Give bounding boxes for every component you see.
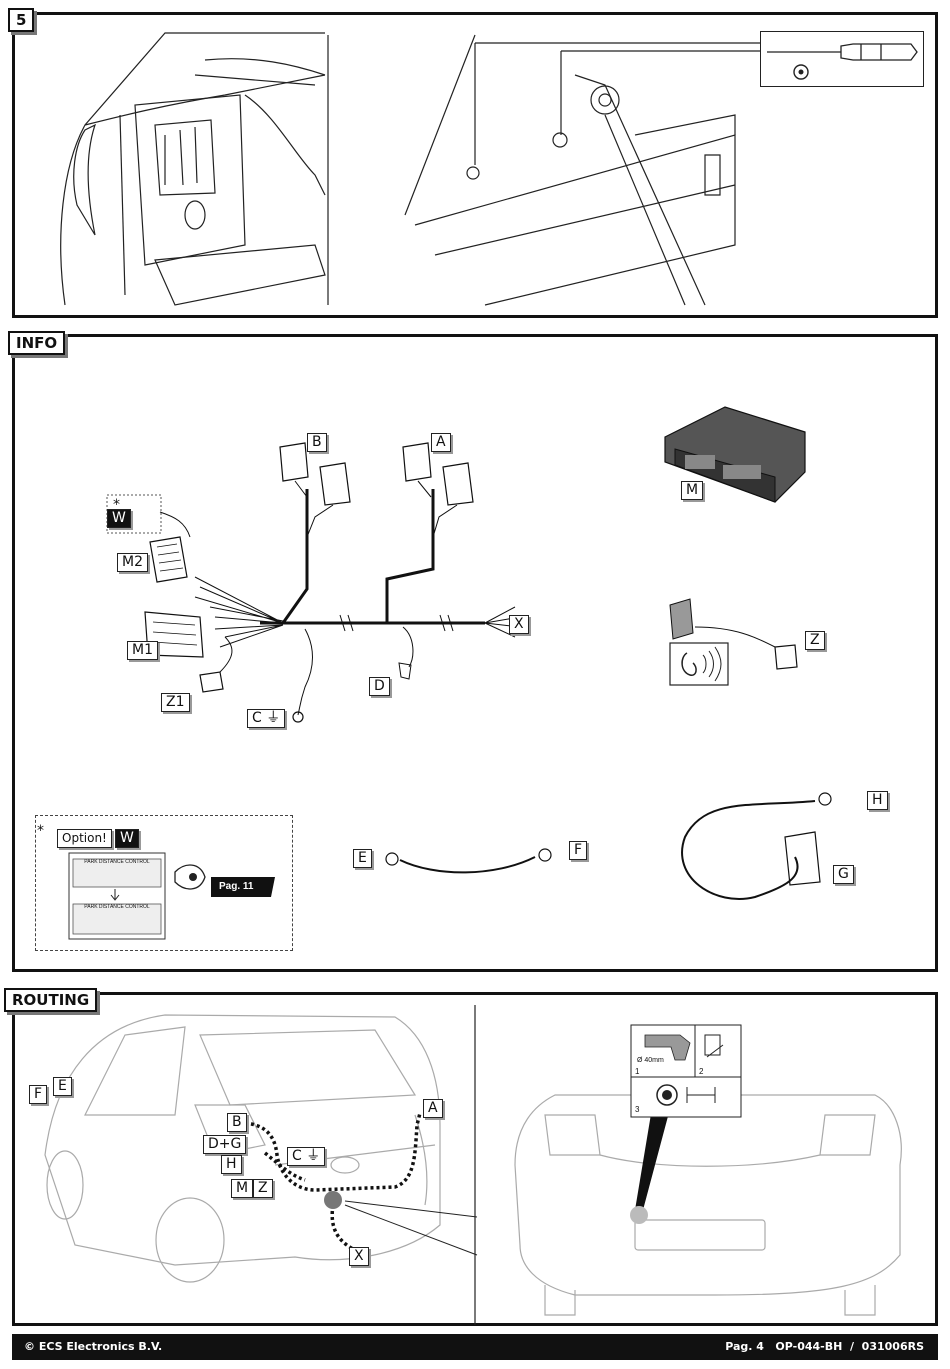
drill-step-2: 2 — [699, 1067, 704, 1076]
drill-step-3: 3 — [635, 1105, 640, 1114]
route-label-F: F — [29, 1085, 48, 1104]
page-ref-arrow — [211, 877, 275, 897]
eye-icon — [174, 864, 206, 890]
drill-icon — [644, 1034, 691, 1061]
route-label-C: C ⏚ — [287, 1147, 326, 1166]
label-M: M — [681, 481, 704, 500]
label-M1: M1 — [127, 641, 158, 660]
option-asterisk: * — [37, 823, 44, 840]
info-panel: B A M * W M2 M1 Z1 C ⏚ D X Z E F H G * O… — [12, 334, 938, 972]
label-M2: M2 — [117, 553, 148, 572]
tool-box — [760, 31, 924, 87]
routing-panel: F E B D+G H C ⏚ M Z A X Ø 40mm 1 2 3 — [12, 992, 938, 1326]
step-5-illustration — [60, 32, 760, 306]
route-label-X: X — [349, 1247, 369, 1266]
label-C-text: C — [252, 710, 262, 726]
route-label-C-text: C — [292, 1148, 302, 1164]
label-W: W — [107, 509, 131, 528]
ground-icon: ⏚ — [301, 1148, 321, 1164]
wiring-harness-illustration — [68, 406, 832, 940]
route-label-M: M — [231, 1179, 254, 1198]
label-E: E — [353, 849, 372, 868]
step-5-panel — [12, 12, 938, 318]
option-box — [35, 815, 293, 951]
footer-copyright: © ECS Electronics B.V. — [24, 1340, 163, 1353]
label-F: F — [569, 841, 588, 860]
routing-illustration — [44, 1005, 902, 1325]
label-G: G — [833, 865, 854, 884]
label-Z: Z — [805, 631, 825, 650]
screwdriver-icon — [767, 43, 918, 80]
route-label-Z: Z — [253, 1179, 273, 1198]
option-marker: W — [115, 829, 139, 848]
torx-icon — [793, 64, 809, 80]
route-label-A: A — [423, 1099, 443, 1118]
footer-bar: © ECS Electronics B.V. Pag. 4 OP-044-BH … — [12, 1334, 938, 1360]
page-ref-label: Pag. 11 — [219, 881, 254, 892]
label-D: D — [369, 677, 390, 696]
drill-step-1: 1 — [635, 1067, 640, 1076]
route-label-E: E — [53, 1077, 72, 1096]
label-C: C ⏚ — [247, 709, 286, 728]
ground-icon: ⏚ — [261, 710, 281, 726]
step-number: 5 — [8, 8, 35, 32]
option-card-bottom-text: PARK DISTANCE CONTROL — [84, 904, 150, 910]
label-asterisk: * — [113, 497, 120, 514]
ear-icon — [669, 642, 729, 686]
footer-page: Pag. 4 OP-044-BH / 031006RS — [725, 1340, 924, 1353]
route-label-H: H — [221, 1155, 242, 1174]
label-X: X — [509, 615, 529, 634]
label-B: B — [307, 433, 327, 452]
label-Z1: Z1 — [161, 693, 190, 712]
label-H: H — [867, 791, 888, 810]
label-A: A — [431, 433, 451, 452]
routing-section-title: ROUTING — [4, 988, 98, 1012]
info-section-title: INFO — [8, 331, 66, 355]
option-card-top-text: PARK DISTANCE CONTROL — [84, 859, 150, 865]
drill-diameter: Ø 40mm — [637, 1057, 664, 1064]
option-label: Option! — [57, 829, 112, 848]
route-label-DG: D+G — [203, 1135, 247, 1154]
route-label-B: B — [227, 1113, 247, 1132]
